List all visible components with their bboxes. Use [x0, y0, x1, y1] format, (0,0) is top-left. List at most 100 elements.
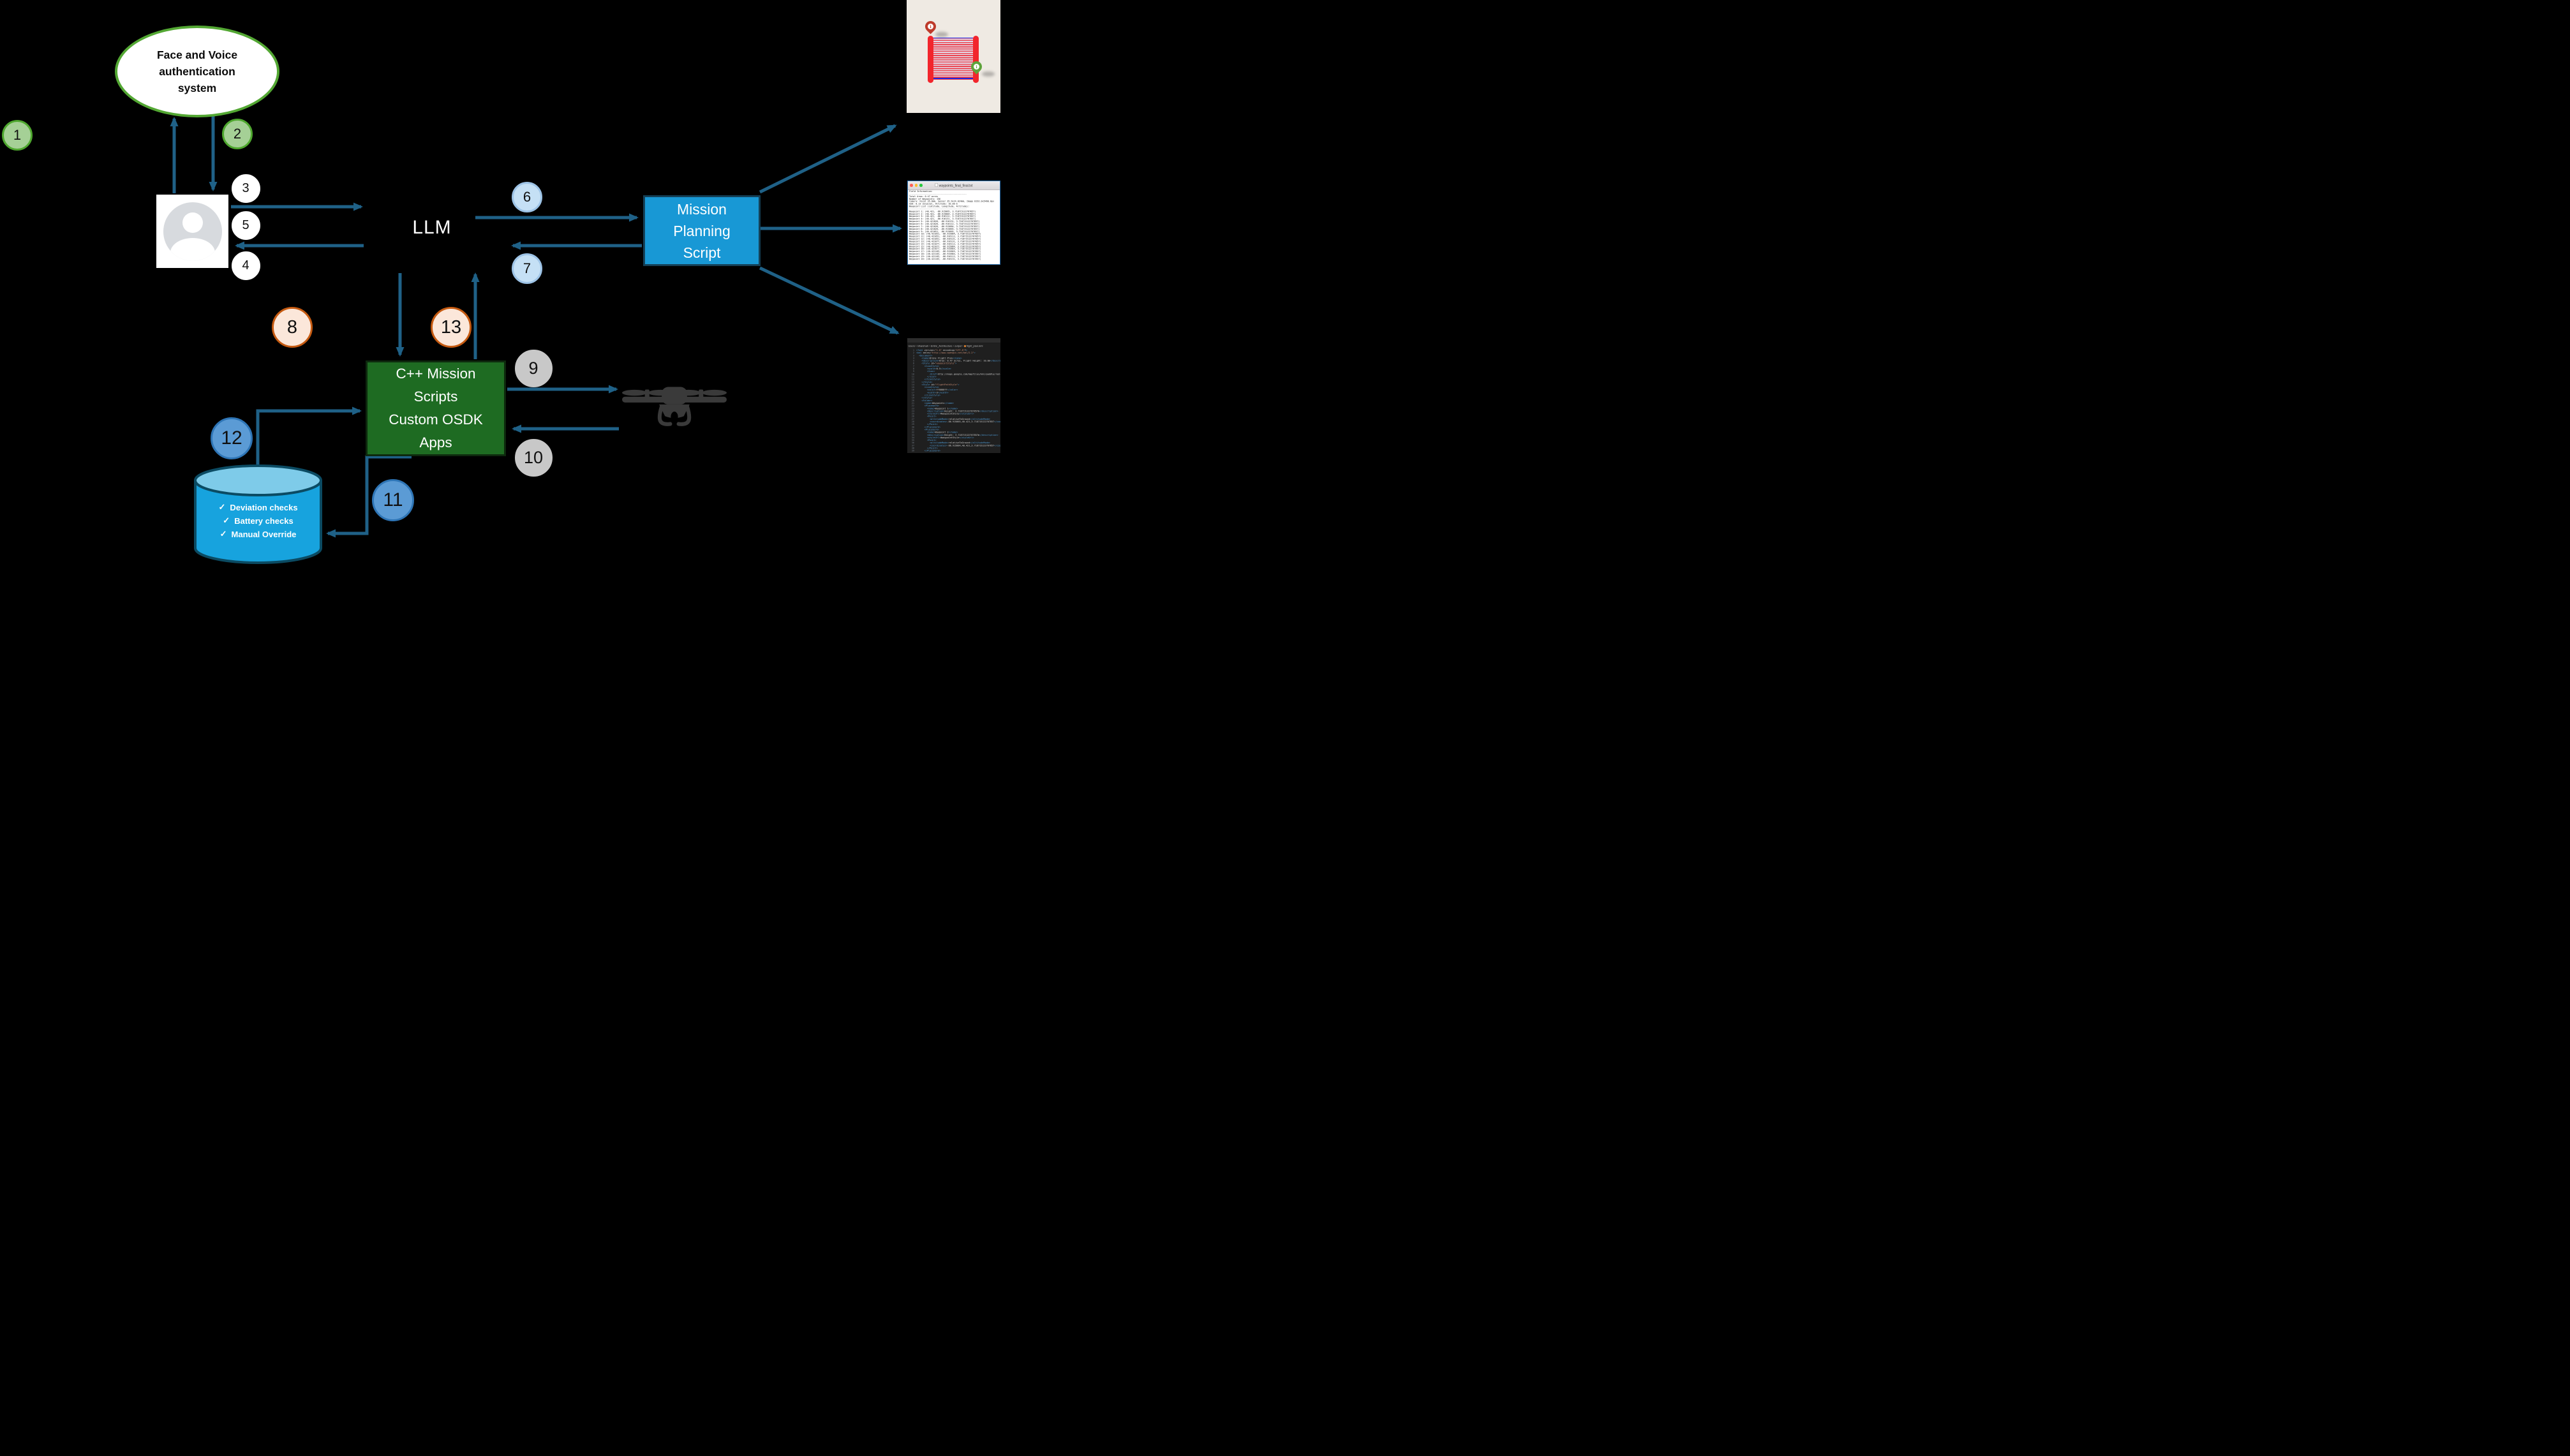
- code-line: 12 </IconStyle>: [907, 378, 1000, 381]
- code-text: <styleUrl>#waypointStyle</styleUrl>: [926, 436, 974, 439]
- step-marker-3: 3: [231, 174, 260, 203]
- kml-code-content: 1<?xml version="1.0" encoding="UTF-8"?> 2…: [907, 349, 1000, 452]
- close-button[interactable]: [910, 184, 913, 187]
- code-text: </Point>: [926, 423, 938, 426]
- code-line: 35 <Point>: [907, 439, 1000, 442]
- code-line: 4 <name>Drone Flight Plan</name>: [907, 357, 1000, 359]
- code-text: <kml xmlns="http://www.opengis.net/kml/2…: [916, 352, 976, 355]
- map-edge-bar-left: [928, 36, 933, 83]
- code-text: <Style id="flightPathStyle">: [921, 383, 960, 386]
- line-number: 38: [911, 447, 914, 450]
- line-number: 23: [911, 407, 914, 410]
- kml-file-icon: [963, 345, 966, 347]
- txt-line: Waypoint 11: (40.421051, -86.916112, 3.7…: [909, 235, 981, 238]
- txt-line: Waypoint 7: (40.421026, -86.915884, 3.71…: [909, 225, 980, 228]
- line-number: 21: [911, 401, 914, 405]
- code-line: 23 <name>Waypoint 1</name>: [907, 407, 1000, 410]
- map-edge-bar-right: [973, 36, 979, 83]
- step-marker-number: 11: [383, 489, 403, 510]
- step-marker-number: 5: [242, 218, 249, 232]
- code-line: 5 <description>Area: 0.47 acres, Flight …: [907, 360, 1000, 362]
- code-text: <Placemark>: [924, 405, 939, 408]
- safety-db-checklist: ✓Deviation checks✓Battery checks✓Manual …: [193, 502, 323, 539]
- line-number: 27: [911, 417, 914, 420]
- code-line: 20 <Folder>: [907, 399, 1000, 402]
- step-marker-5: 5: [231, 211, 260, 240]
- pin-shadow: [982, 71, 995, 77]
- code-text: </Point>: [926, 447, 938, 450]
- line-number: 1: [912, 349, 914, 352]
- line-number: 17: [911, 391, 914, 394]
- txt-window-title-text: waypoints_final_final.txt: [939, 184, 973, 188]
- txt-line: Total Area: 0.47 acres: [909, 195, 939, 198]
- txt-line: Camera: Focal 35.0mm, Sensor 35.9x24.024…: [909, 200, 994, 203]
- osdk-label: C++ Mission Scripts Custom OSDK Apps: [389, 366, 483, 450]
- step-marker-number: 1: [13, 127, 22, 143]
- zoom-button[interactable]: [919, 184, 923, 187]
- arrow-mps-to-code: [759, 266, 900, 335]
- checkmark-icon: ✓: [219, 529, 227, 539]
- line-number: 7: [912, 364, 914, 368]
- code-text: <coordinates>-86.915884,40.421,3.7187151…: [930, 444, 1000, 447]
- line-number: 36: [911, 442, 914, 445]
- map-boundary-line-top: [933, 37, 973, 39]
- code-line: 13 </Style>: [907, 381, 1000, 383]
- code-text: </Placemark>: [924, 426, 940, 429]
- field-map-thumbnail: i i: [907, 0, 1000, 113]
- breadcrumb-file: flight_plan.kml: [966, 345, 983, 348]
- code-line: 18 </LineStyle>: [907, 394, 1000, 397]
- llm-node: LLM: [412, 217, 452, 238]
- line-number: 31: [911, 428, 914, 431]
- code-text: <Point>: [926, 415, 937, 418]
- step-marker-7: 7: [512, 253, 542, 284]
- kml-code-window: Users › niharshah › Entire_Architecture …: [907, 338, 1000, 453]
- step-marker-number: 9: [528, 358, 539, 378]
- txt-line: Waypoint List (Latitude, Longitude, Alti…: [909, 205, 970, 208]
- user-node: [156, 195, 228, 268]
- code-text: <LineStyle>: [924, 386, 939, 389]
- document-icon: [935, 183, 939, 187]
- pin-info-glyph: i: [928, 24, 933, 29]
- step-marker-10: 10: [514, 438, 553, 477]
- step-marker-number: 3: [242, 181, 249, 195]
- line-number: 39: [911, 449, 914, 452]
- line-number: 11: [911, 375, 914, 378]
- code-line: 19 </Style>: [907, 397, 1000, 399]
- step-marker-8: 8: [272, 307, 313, 348]
- txt-line: Waypoint 12: (40.421051, -86.916131, 3.7…: [909, 237, 981, 241]
- code-text: <width>3</width>: [926, 391, 949, 394]
- line-number: 32: [911, 431, 914, 434]
- step-marker-number: 10: [523, 447, 544, 467]
- code-line: 1<?xml version="1.0" encoding="UTF-8"?>: [907, 349, 1000, 352]
- code-line: 14 <Style id="flightPathStyle">: [907, 383, 1000, 386]
- code-text: <name>Drone Flight Plan</name>: [921, 357, 962, 360]
- code-text: </Style>: [921, 380, 933, 383]
- code-text: <altitudeMode>relativeToGround</altitude…: [930, 417, 990, 420]
- code-line: 15 <LineStyle>: [907, 386, 1000, 389]
- person-avatar-icon: [163, 202, 222, 261]
- step-marker-12: 12: [211, 417, 253, 459]
- pin-info-glyph: i: [974, 64, 979, 70]
- txt-line: Waypoint 5: (40.421026, -86.916131, 3.71…: [909, 220, 980, 223]
- line-number: 20: [911, 399, 914, 402]
- code-line: 32 <name>Waypoint 2</name>: [907, 431, 1000, 434]
- code-text: <description>Height: 3.718715122767857m<…: [926, 433, 999, 436]
- txt-window-titlebar: waypoints_final_final.txt: [908, 181, 1000, 190]
- code-text: <description>Area: 0.47 acres, Flight He…: [921, 359, 1000, 362]
- txt-line: Waypoint 17: (40.421103, -86.915865, 3.7…: [909, 250, 981, 253]
- flight-path-stripes: [933, 38, 973, 80]
- code-line: 10 <href>http://maps.google.com/mapfiles…: [907, 373, 1000, 375]
- mission-planning-node: Mission Planning Script: [643, 195, 761, 266]
- code-text: <Icon>: [926, 370, 935, 373]
- step-marker-11: 11: [372, 479, 414, 521]
- line-number: 30: [911, 426, 914, 429]
- txt-line: Waypoint 18: (40.421103, -86.915884, 3.7…: [909, 253, 981, 256]
- code-line: 34 <styleUrl>#waypointStyle</styleUrl>: [907, 436, 1000, 439]
- osdk-node: C++ Mission Scripts Custom OSDK Apps: [366, 360, 506, 456]
- code-text: <IconStyle>: [924, 364, 939, 368]
- pin-shadow: [935, 32, 948, 37]
- line-number: 18: [911, 394, 914, 397]
- step-marker-9: 9: [514, 349, 553, 387]
- code-line: 3 <Document>: [907, 354, 1000, 357]
- minimize-button[interactable]: [914, 184, 917, 187]
